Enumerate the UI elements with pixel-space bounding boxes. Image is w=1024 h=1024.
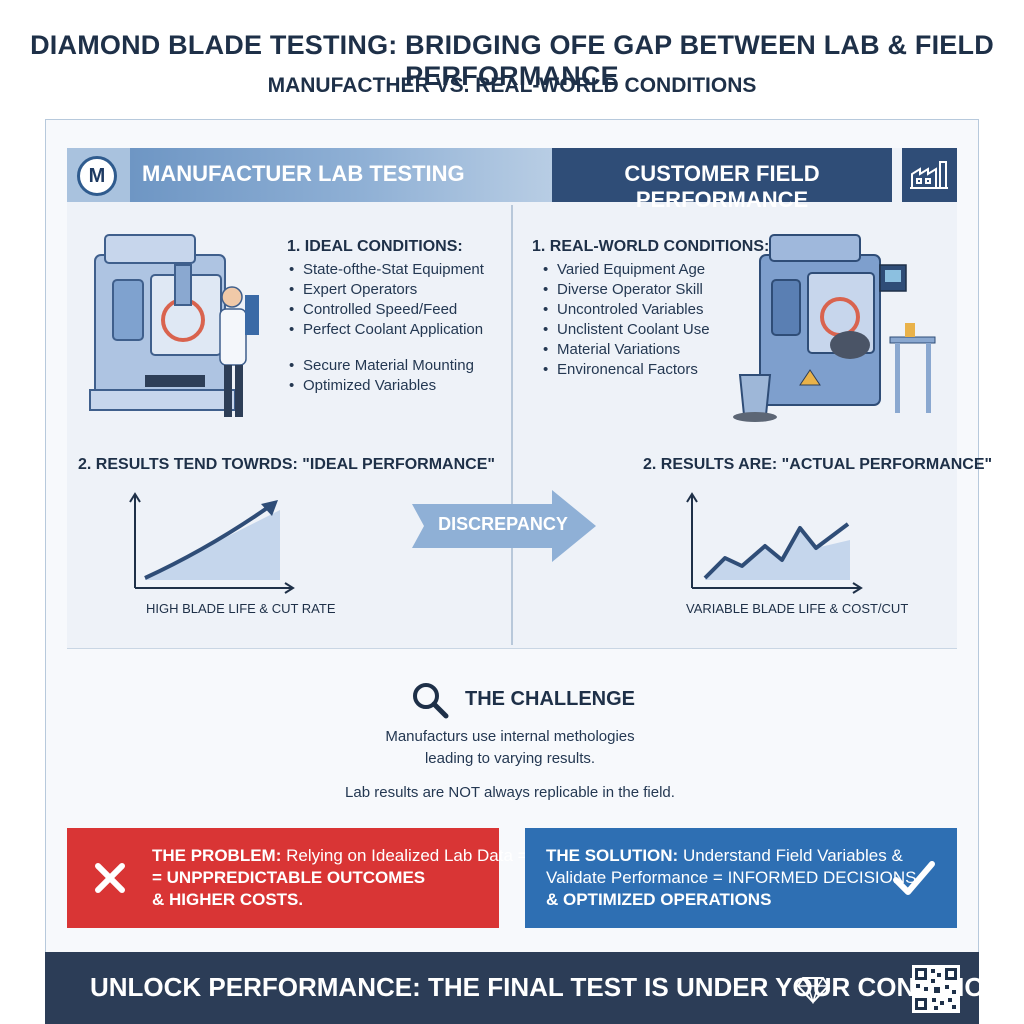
list-item: State-ofthe-Stat Equipment	[289, 260, 484, 280]
field-header-bar	[552, 148, 892, 202]
actual-chart-label: VARIABLE BLADE LIFE & COST/CUT	[686, 601, 909, 616]
checkmark-icon	[893, 861, 935, 895]
center-divider	[511, 205, 513, 645]
actual-results-title: 2. RESULTS ARE: "ACTUAL PERFORMANCE"	[643, 456, 993, 473]
magnifier-icon	[413, 683, 449, 719]
solution-line-2: Validate Performance = INFORMED DECISION…	[546, 868, 917, 887]
page-subtitle: MANUFACTHER VS. REAL-WORLD CONDITIONS	[267, 74, 757, 97]
challenge-line-1: Manufacturs use internal methologies	[385, 728, 635, 745]
list-item: Controlled Speed/Feed	[289, 300, 484, 320]
problem-line-3: & HIGHER COSTS.	[152, 890, 304, 909]
solution-line-3: & OPTIMIZED OPERATIONS	[546, 890, 772, 909]
actual-trend-line	[703, 522, 850, 580]
challenge-line-2: leading to varying results.	[424, 750, 596, 767]
field-header-title: CUSTOMER FIELD PERFORMANCE	[624, 161, 820, 212]
ideal-chart-label: HIGH BLADE LIFE & CUT RATE	[146, 601, 336, 616]
factory-icon	[910, 161, 948, 189]
list-item: Optimized Variables	[289, 376, 484, 396]
problem-line-1: Relying on Idealized Lab Data =	[286, 846, 528, 865]
problem-line-2: = UNPPREDICTABLE OUTCOMES	[152, 868, 426, 887]
qr-code-icon[interactable]	[912, 965, 960, 1013]
list-item: Expert Operators	[289, 280, 484, 300]
ideal-results-title: 2. RESULTS TEND TOWRDS: "IDEAL PERFORMAN…	[78, 456, 495, 473]
list-item: Perfect Coolant Application	[289, 320, 484, 340]
problem-box	[67, 828, 499, 928]
footer-text: UNLOCK PERFORMANCE: THE FINAL TEST IS UN…	[90, 972, 1024, 1002]
trend-arrowhead	[261, 500, 278, 516]
close-icon	[95, 863, 125, 893]
page-title: DIAMOND BLADE TESTING: BRIDGING OFE GAP …	[30, 30, 994, 91]
factory-icon-box	[902, 148, 957, 202]
x-axis-arrow	[284, 582, 295, 594]
discrepancy-label: DISCREPANCY	[438, 514, 568, 534]
list-item: Environencal Factors	[543, 360, 710, 380]
solution-label: THE SOLUTION:	[546, 846, 679, 865]
solution-line-1: Understand Field Variables &	[682, 846, 903, 865]
challenge-title: THE CHALLENGE	[465, 688, 635, 710]
list-item: Diverse Operator Skill	[543, 280, 710, 300]
real-conditions-title: 1. REAL-WORLD CONDITIONS:	[532, 238, 770, 255]
challenge-line-3: Lab results are NOT always replicable in…	[345, 784, 675, 801]
list-item: Material Variations	[543, 340, 710, 360]
diamond-icon	[796, 977, 830, 1004]
y-axis-arrow	[686, 492, 698, 503]
lab-header-gradient	[130, 148, 552, 202]
ideal-trend-line	[144, 504, 272, 580]
list-item: Uncontroled Variables	[543, 300, 710, 320]
lab-header-title: MANUFACTUER LAB TESTING	[142, 161, 465, 186]
y-axis-arrow	[129, 492, 141, 503]
list-item: Varied Equipment Age	[543, 260, 710, 280]
solution-box	[525, 828, 957, 928]
lab-machine-illustration	[89, 234, 259, 417]
panel-bottom-line	[67, 648, 957, 649]
ideal-conditions-list: State-ofthe-Stat Equipment Expert Operat…	[289, 260, 484, 396]
list-item: Secure Material Mounting	[289, 356, 484, 376]
list-item: Unclistent Coolant Use	[543, 320, 710, 340]
problem-label: THE PROBLEM:	[152, 846, 282, 865]
actual-performance-chart	[686, 492, 863, 594]
discrepancy-arrow-icon	[412, 490, 596, 562]
field-machine-illustration	[733, 234, 936, 422]
ideal-performance-chart	[129, 492, 295, 594]
real-conditions-list: Varied Equipment Age Diverse Operator Sk…	[543, 260, 710, 380]
ideal-conditions-title: 1. IDEAL CONDITIONS:	[287, 238, 463, 255]
manufacturer-logo-icon: M	[77, 156, 117, 196]
footer-banner	[45, 952, 979, 1024]
x-axis-arrow	[852, 582, 863, 594]
